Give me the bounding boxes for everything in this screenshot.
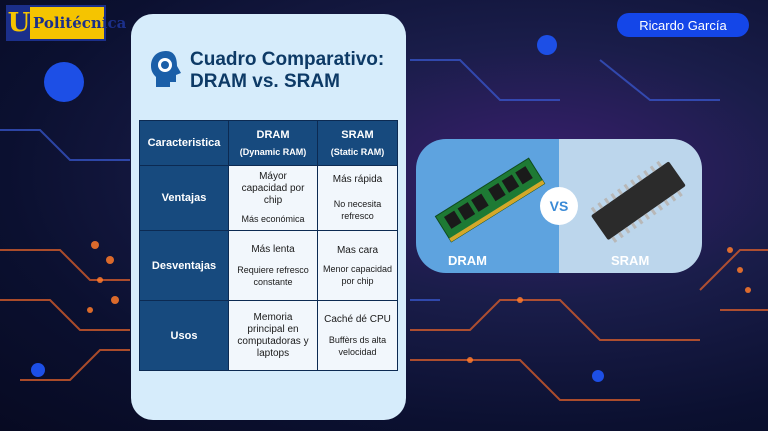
desventajas-sram-line: Mas cara: [336, 244, 379, 256]
table-row: Ventajas Máyor capacidad por chip Más ec…: [139, 165, 398, 231]
desventajas-dram: Más lenta Requiere refresco constante: [228, 230, 318, 301]
usos-dram: Memoria principal en computadoras y lapt…: [228, 300, 318, 371]
table-row: Usos Memoria principal en computadoras y…: [139, 300, 398, 371]
logo-u-mark: U: [7, 7, 31, 39]
ventajas-dram-line: Más económica: [241, 214, 305, 224]
ventajas-dram-line: capacidad por: [241, 183, 305, 194]
title-line-2: DRAM vs. SRAM: [190, 71, 340, 92]
ventajas-sram: Más rápida No necesita refresco: [317, 165, 398, 231]
title-line-1: Cuadro Comparativo:: [190, 49, 385, 70]
row-label-ventajas: Ventajas: [139, 165, 229, 231]
ventajas-dram-line: Máyor: [259, 171, 287, 182]
usos-sram-line: Caché dé CPU: [324, 313, 391, 325]
header-sram: SRAM (Static RAM): [317, 120, 398, 166]
usos-sram-line: Buffèrs ds alta: [328, 334, 387, 345]
comparison-table: Caracteristica DRAM (Dynamic RAM) SRAM (…: [139, 120, 398, 371]
dram-label: DRAM: [448, 253, 487, 268]
desventajas-sram-line: Menor capacidad: [322, 263, 393, 274]
page-title: Cuadro Comparativo: DRAM vs. SRAM: [190, 49, 384, 93]
table-header-row: Caracteristica DRAM (Dynamic RAM) SRAM (…: [139, 120, 398, 166]
usos-dram-line: laptops: [256, 347, 290, 359]
ventajas-sram-line: No necesita refresco: [333, 199, 382, 221]
desventajas-sram: Mas cara Menor capacidad por chip: [317, 230, 398, 301]
row-label-usos: Usos: [139, 300, 229, 371]
header-dram-main: DRAM: [256, 129, 290, 141]
vs-badge: VS: [540, 187, 578, 225]
brain-head-icon: [151, 51, 181, 87]
politecnica-logo: U Politécnica: [6, 5, 126, 41]
header-dram: DRAM (Dynamic RAM): [228, 120, 318, 166]
header-caracteristica: Caracteristica: [139, 120, 229, 166]
desventajas-sram-line: por chip: [341, 275, 374, 286]
sram-label: SRAM: [611, 253, 650, 268]
desventajas-dram-line: Requiere refresco: [237, 264, 309, 275]
ventajas-dram: Máyor capacidad por chip Más económica: [228, 165, 318, 231]
usos-dram-line: Memoria: [253, 311, 293, 323]
ventajas-dram-line: chip: [263, 195, 283, 206]
header-dram-sub: (Dynamic RAM): [239, 147, 307, 157]
table-row: Desventajas Más lenta Requiere refresco …: [139, 230, 398, 301]
author-badge: Ricardo García: [617, 13, 749, 37]
row-label-desventajas: Desventajas: [139, 230, 229, 301]
desventajas-dram-line: constante: [253, 276, 293, 287]
dram-module-image: [434, 157, 546, 243]
sram-chip-image: [590, 160, 686, 243]
dram-vs-sram-panel: VS DRAM SRAM: [416, 139, 702, 273]
usos-sram: Caché dé CPU Buffèrs ds alta velocidad: [317, 300, 398, 371]
card-header: Cuadro Comparativo: DRAM vs. SRAM: [148, 49, 384, 93]
logo-text: Politécnica: [33, 14, 127, 32]
header-sram-main: SRAM: [341, 129, 374, 141]
header-sram-sub: (Static RAM): [330, 147, 385, 157]
usos-sram-line: velocidad: [338, 346, 377, 357]
usos-dram-line: computadoras y: [237, 335, 309, 347]
usos-dram-line: principal en: [247, 323, 299, 335]
ventajas-sram-line: Más rápida: [332, 174, 383, 185]
desventajas-dram-line: Más lenta: [251, 243, 295, 255]
